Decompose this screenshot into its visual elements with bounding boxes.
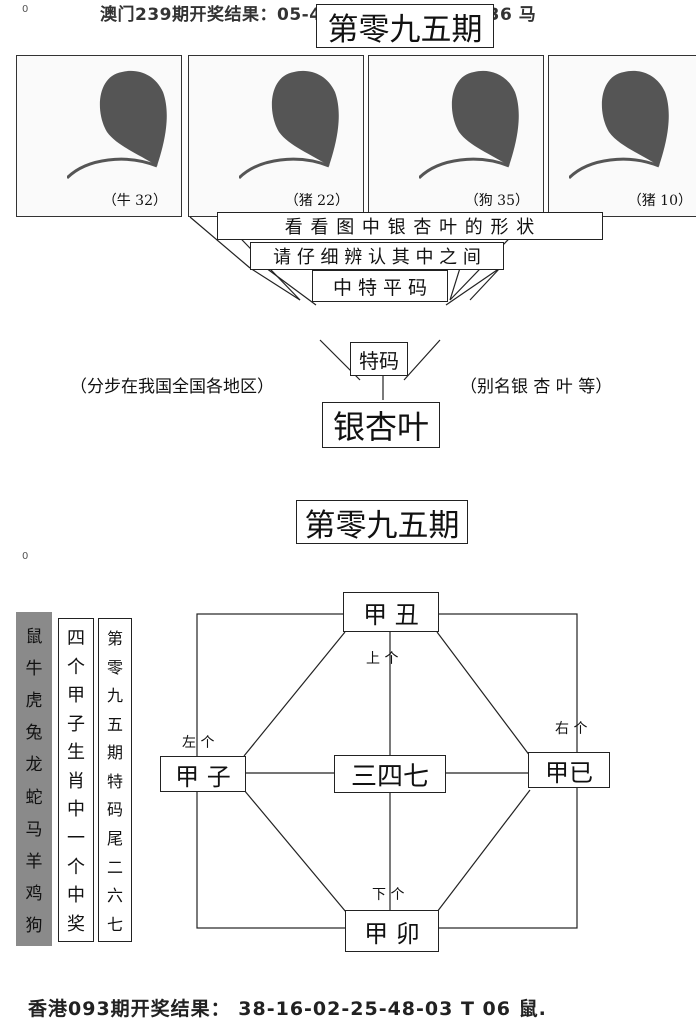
node-left: 甲 子 [160, 756, 246, 792]
col2-char: 奖 [67, 913, 85, 935]
zodiac-char: 狗 [25, 916, 43, 937]
period-tail-column: 第 零 九 五 期 特 码 尾 二 六 七 [98, 618, 132, 942]
col3-char: 尾 [106, 828, 123, 848]
ginkgo-panel-3: （狗 35） [368, 55, 544, 217]
zodiac-char: 鸡 [25, 884, 43, 905]
col3-char: 二 [106, 857, 123, 877]
col2-char: 个 [67, 656, 85, 678]
col3-char: 码 [106, 800, 123, 820]
down-label: 下 个 [372, 887, 405, 903]
col3-char: 五 [106, 714, 123, 734]
col2-char: 甲 [67, 685, 85, 707]
tema-box: 特码 [350, 342, 408, 376]
right-label: 右 个 [555, 721, 588, 737]
up-label: 上 个 [366, 651, 399, 667]
distribution-note: （分步在我国全国各地区） [70, 377, 274, 397]
node-top: 甲 丑 [343, 592, 439, 632]
col2-char: 生 [67, 742, 85, 764]
panel-label: （牛 32） [102, 193, 167, 209]
col3-char: 期 [106, 743, 123, 763]
col2-char: 四 [67, 628, 85, 650]
alias-note: （别名银 杏 叶 等） [460, 377, 613, 397]
col3-char: 零 [106, 657, 123, 677]
zhongte-pingma-row: 中 特 平 码 [312, 270, 448, 302]
ginkgo-panel-4: （猪 10） [548, 55, 696, 217]
zodiac-char: 牛 [25, 658, 43, 679]
corner-mark-top: 0 [22, 4, 29, 15]
node-center: 三四七 [334, 755, 446, 793]
ginkgo-panel-1: （牛 32） [16, 55, 182, 217]
ginkgo-leaf-icon [67, 70, 167, 180]
col2-char: 子 [67, 713, 85, 735]
yinxingye-box: 银杏叶 [322, 402, 440, 448]
zodiac-char: 兔 [25, 723, 43, 744]
col2-char: 个 [67, 856, 85, 878]
ginkgo-leaf-icon [419, 70, 519, 180]
look-leaf-shape-row: 看 看 图 中 银 杏 叶 的 形 状 [217, 212, 603, 240]
col3-char: 七 [106, 914, 123, 934]
col2-char: 中 [67, 885, 85, 907]
panel-label: （猪 22） [284, 193, 349, 209]
col2-char: 中 [67, 799, 85, 821]
zodiac-char: 虎 [25, 690, 43, 711]
left-label: 左 个 [182, 735, 215, 751]
col3-char: 特 [106, 771, 123, 791]
ginkgo-leaf-icon [239, 70, 339, 180]
node-right: 甲已 [528, 752, 610, 788]
col3-char: 六 [106, 886, 123, 906]
panel-label: （狗 35） [464, 193, 529, 209]
zodiac-char: 蛇 [25, 787, 43, 808]
four-jiazi-column: 四 个 甲 子 生 肖 中 一 个 中 奖 [58, 618, 94, 942]
zodiac-char: 鼠 [25, 626, 43, 647]
panel-label: （猪 10） [627, 193, 692, 209]
ginkgo-panel-2: （猪 22） [188, 55, 364, 217]
col2-char: 肖 [67, 770, 85, 792]
hongkong-result-footer: 香港093期开奖结果： 38-16-02-25-48-03 T 06 鼠. [28, 998, 547, 1020]
zodiac-char: 羊 [25, 851, 43, 872]
col3-char: 第 [106, 629, 123, 649]
col3-char: 九 [106, 686, 123, 706]
identify-row: 请 仔 细 辨 认 其 中 之 间 [250, 242, 504, 270]
corner-mark-mid: 0 [22, 551, 29, 562]
zodiac-char: 马 [25, 819, 43, 840]
top-period-title: 第零九五期 [316, 4, 494, 48]
mid-period-title: 第零九五期 [296, 500, 468, 544]
zodiac-column: 鼠 牛 虎 兔 龙 蛇 马 羊 鸡 狗 [16, 612, 52, 946]
col2-char: 一 [67, 827, 85, 849]
zodiac-char: 龙 [25, 755, 43, 776]
node-bottom: 甲 卯 [345, 910, 439, 952]
ginkgo-leaf-icon [569, 70, 669, 180]
